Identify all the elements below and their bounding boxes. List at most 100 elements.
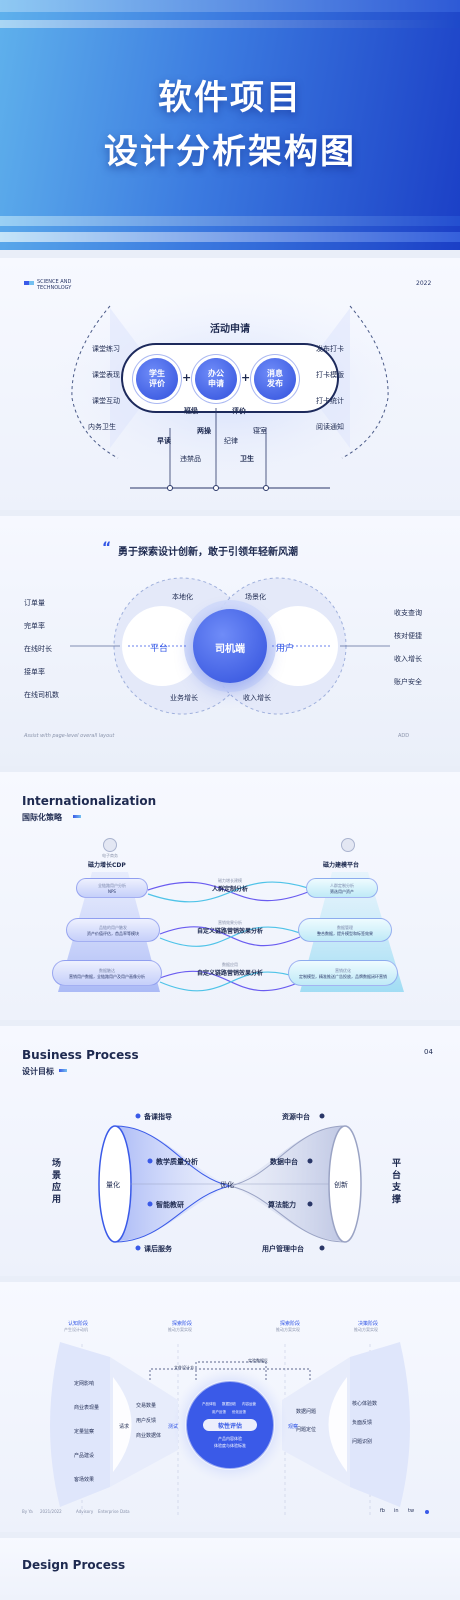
activity-title: 活动申请 xyxy=(210,324,250,335)
stage-left-item: 定网影响 xyxy=(74,1381,95,1387)
bottom-label-dorm: 寝室 xyxy=(253,427,267,435)
social-link[interactable]: in xyxy=(394,1508,399,1514)
section-design-process: Design Process xyxy=(0,1538,460,1600)
intl-title-en: Internationalization xyxy=(22,794,157,808)
driver-footer-right: ADD xyxy=(398,733,410,739)
right-node-desc: 定制模型，精准推送广告投放，品牌数据闭环营销 xyxy=(299,974,387,979)
footer-item: Advisory xyxy=(76,1509,94,1514)
center-bottom-1: 产品内容体验 xyxy=(218,1436,242,1441)
left-vertical-char: 应 xyxy=(52,1183,62,1193)
left-platform-icon xyxy=(103,838,117,852)
stage-title: 认知阶段 xyxy=(68,1321,89,1327)
center-pill[interactable]: 软性评估 xyxy=(203,1419,257,1431)
left-node-desc: NPS xyxy=(108,889,116,894)
under-label-class: 班级 xyxy=(184,407,198,415)
footer-item: By Ya xyxy=(22,1509,33,1514)
bottom-label-biz: 业务增长 xyxy=(170,694,198,702)
business-right-label: 数据中台 xyxy=(270,1158,298,1166)
stage-subtitle: 产生设计动机 xyxy=(64,1327,88,1332)
business-title-en: Business Process xyxy=(22,1048,139,1062)
bottom-label-contraband: 违禁品 xyxy=(180,455,201,463)
intl-title-dot xyxy=(73,815,81,818)
circle-driver[interactable]: 司机端 xyxy=(193,609,267,683)
top-right-link-label: 实验数据反 xyxy=(248,1358,268,1363)
hero-banner: 软件项目 设计分析架构图 xyxy=(0,0,460,250)
left-item: 内务卫生 xyxy=(88,423,116,431)
business-left-label: 课后服务 xyxy=(144,1245,172,1253)
footer-item: Enterprise xyxy=(98,1509,119,1514)
business-right-label: 算法能力 xyxy=(268,1201,296,1209)
center-node-desc: 自定义链路营销效果分析 xyxy=(196,970,263,977)
circle-driver-label: 司机端 xyxy=(215,644,245,655)
center-small: 内容运营 xyxy=(242,1402,256,1406)
left-node-title: 全链路用户分析 xyxy=(98,883,126,888)
section-activity: SCIENCE AND TECHNOLOGY 2022 活动申请 课堂练习课堂表… xyxy=(0,258,460,510)
circle-message-publish[interactable]: 消息 发布 xyxy=(254,358,296,400)
circle-user-label: 用户 xyxy=(276,644,295,654)
stage-mid-left-item: 交易数量 xyxy=(136,1403,157,1409)
social-link[interactable]: fb xyxy=(380,1508,385,1514)
right-node[interactable]: 人群定制分析筛选用户资产 xyxy=(306,878,378,898)
brand-line1: SCIENCE AND xyxy=(37,279,72,285)
stage-left-item: 产品建设 xyxy=(74,1453,95,1459)
stage-title: 探索阶段 xyxy=(280,1321,301,1327)
left-item: 课堂练习 xyxy=(92,345,120,353)
right-node[interactable]: 营销优化定制模型，精准推送广告投放，品牌数据闭环营销 xyxy=(288,960,398,986)
driver-right-item: 收支查询 xyxy=(394,609,422,617)
center-node-title: 营销效果分析 xyxy=(218,920,242,925)
bottom-label-discipline: 纪律 xyxy=(224,437,238,445)
left-platform-head: 磁力增长CDP xyxy=(88,862,126,869)
left-platform-icon-label: 电子商务 xyxy=(102,853,118,858)
business-right-label: 用户管理中台 xyxy=(262,1245,304,1253)
stage-right-item: 核心体验数 xyxy=(352,1401,378,1407)
right-node-desc: 筛选用户资产 xyxy=(330,889,354,894)
driver-left-item: 订单量 xyxy=(24,599,45,607)
bottom-label-exercise: 两操 xyxy=(197,427,211,435)
circle-office-apply[interactable]: 办公 申请 xyxy=(195,358,237,400)
driver-left-item: 完单率 xyxy=(24,622,45,630)
center-node-title: 数据应用 xyxy=(222,962,238,967)
stage-right-item: 负面反馈 xyxy=(352,1420,373,1426)
stage-mid-right-item: 问题定位 xyxy=(296,1427,317,1433)
right-platform-head: 磁力建模平台 xyxy=(323,862,360,869)
mid-left-group: 请求 xyxy=(119,1424,130,1430)
left-node[interactable]: 数据触达营销用户数据，全链路用户及用户画像分析 xyxy=(52,960,162,986)
design-process-title: Design Process xyxy=(22,1558,126,1572)
brand-line2: TECHNOLOGY xyxy=(37,285,72,291)
stage-title: 决策阶段 xyxy=(358,1321,379,1327)
left-vertical-char: 用 xyxy=(52,1195,62,1205)
stage-right-item: 问题识别 xyxy=(352,1439,373,1445)
circle-message-publish-l1: 消息 xyxy=(267,369,283,378)
stage-left-item: 客场效果 xyxy=(74,1477,95,1483)
left-node-desc: 营销用户数据，全链路用户及用户画像分析 xyxy=(69,974,145,979)
social-link[interactable]: tw xyxy=(408,1508,415,1514)
center-row2: 用户反馈 xyxy=(212,1410,226,1414)
right-item: 打卡统计 xyxy=(316,397,344,405)
circle-student-eval-l2: 评价 xyxy=(149,379,165,388)
right-item: 阅读通知 xyxy=(316,423,344,431)
right-item: 发布打卡 xyxy=(316,345,344,353)
left-item: 课堂互动 xyxy=(92,397,120,405)
center-node-desc: 自定义链路营销效果分析 xyxy=(196,928,263,935)
left-node[interactable]: 品链的用户触发资产价值评估，首品率等模块 xyxy=(66,918,160,942)
stage-left-item: 定量监察 xyxy=(74,1429,95,1435)
circle-student-eval[interactable]: 学生 评价 xyxy=(136,358,178,400)
stage-subtitle: 推动方案实现 xyxy=(354,1327,378,1332)
right-node-title: 数据管理 xyxy=(337,925,353,930)
right-vertical-char: 支 xyxy=(392,1183,402,1193)
section-design-stages: 认知阶段产生设计动机探索阶段推动方案实现探索阶段推动方案实现决策阶段推动方案实现… xyxy=(0,1282,460,1532)
stage-title: 探索阶段 xyxy=(172,1321,193,1327)
driver-left-item: 接单率 xyxy=(24,668,45,676)
right-node[interactable]: 数据管理整合数据，提升模型和标签效果 xyxy=(298,918,392,942)
business-right-label: 资源中台 xyxy=(282,1113,310,1121)
right-node-title: 营销优化 xyxy=(335,968,351,973)
top-label-local: 本地化 xyxy=(172,593,193,601)
bottom-label-income: 收入增长 xyxy=(243,694,271,702)
center-optimize: 优化 xyxy=(220,1181,234,1189)
stage-mid-left-item: 商业数据体 xyxy=(136,1433,162,1439)
business-left-label: 智能教研 xyxy=(156,1201,184,1209)
quote-mark: “ xyxy=(102,540,112,556)
center-node-title: 磁力增长建模 xyxy=(218,878,242,883)
top-label-scene: 场景化 xyxy=(245,593,266,601)
